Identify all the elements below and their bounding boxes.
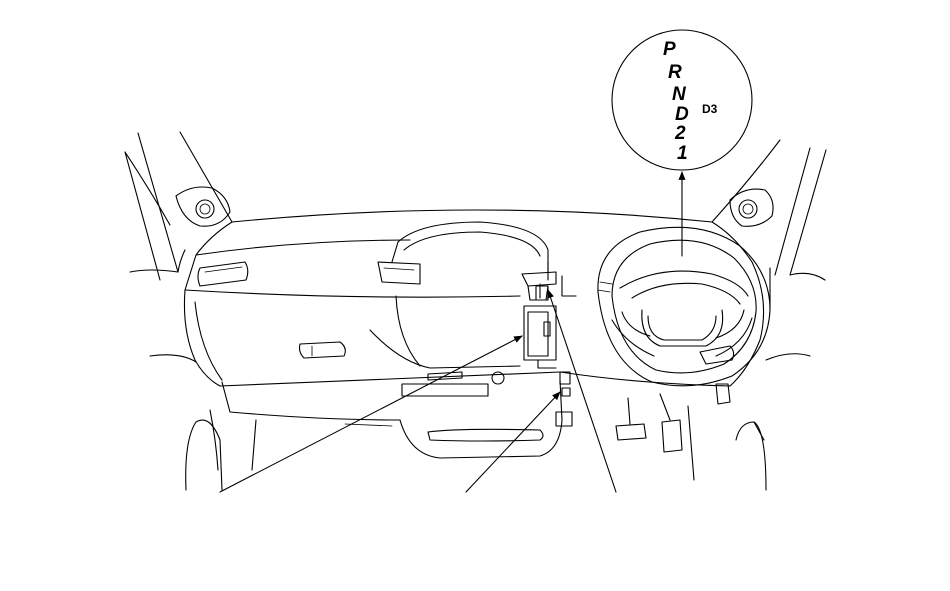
steering-column-area bbox=[521, 261, 577, 369]
leader-line-connector bbox=[465, 391, 561, 493]
connector-lower bbox=[555, 371, 573, 427]
gear-label-r: R bbox=[668, 62, 682, 83]
leader-line-ecu bbox=[219, 335, 523, 493]
leader-line-switch bbox=[547, 289, 617, 493]
gear-indicator-callout: P R N D 2 1 D3 bbox=[611, 29, 753, 171]
right-seat bbox=[735, 353, 811, 491]
gear-label-1: 1 bbox=[677, 143, 688, 164]
center-console bbox=[344, 371, 563, 459]
gear-label-n: N bbox=[672, 84, 687, 105]
right-lower-dashboard bbox=[559, 261, 765, 405]
gear-label-2: 2 bbox=[674, 123, 686, 144]
left-air-vent bbox=[197, 261, 249, 287]
steering-wheel bbox=[597, 226, 771, 387]
gear-label-p: P bbox=[663, 39, 676, 60]
leader-lines bbox=[219, 171, 686, 493]
gear-label-d3: D3 bbox=[702, 102, 718, 116]
left-a-pillar bbox=[124, 131, 233, 281]
right-speaker bbox=[729, 188, 774, 227]
gear-label-d: D bbox=[675, 104, 689, 125]
left-speaker bbox=[175, 186, 231, 227]
dashboard-top bbox=[184, 209, 753, 298]
pedals bbox=[615, 393, 695, 481]
right-a-pillar bbox=[711, 139, 827, 311]
left-seat bbox=[149, 354, 257, 491]
center-hood bbox=[377, 221, 549, 285]
lower-dashboard bbox=[183, 289, 561, 421]
